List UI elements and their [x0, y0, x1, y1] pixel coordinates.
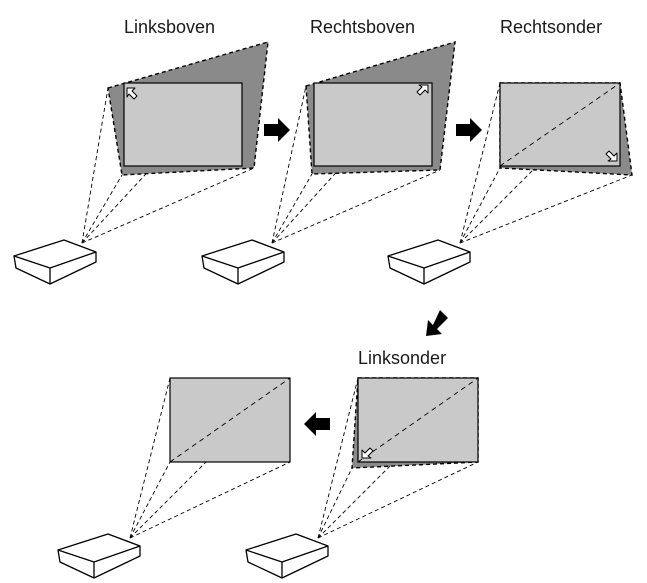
caption-rechtsboven: Rechtsboven	[310, 17, 415, 37]
projector-icon	[13, 239, 97, 285]
corner-arrow-upper-right-icon	[416, 84, 429, 96]
step-3-rechtsonder	[387, 82, 633, 285]
corner-arrow-lower-left-icon	[361, 447, 374, 459]
step-arrow-right-icon	[456, 118, 482, 142]
corner-arrow-lower-right-icon	[605, 150, 618, 162]
screen-diagonal	[169, 377, 291, 463]
step-1-linksboven	[13, 41, 269, 285]
projector-icon	[201, 239, 285, 285]
screen-diagonal	[499, 82, 621, 167]
caption-rechtsonder: Rechtsonder	[500, 17, 602, 37]
step-2-rechtsboven	[201, 41, 456, 285]
step-arrow-right-icon	[264, 118, 290, 142]
projector-icon	[387, 239, 471, 285]
projector-icon	[57, 533, 141, 579]
projector-icon	[245, 533, 329, 579]
screen-diagonal	[357, 377, 479, 463]
projection-screen	[123, 82, 243, 167]
caption-linksonder: Linksonder	[358, 348, 446, 368]
step-5-result	[57, 377, 291, 579]
step-arrow-left-icon	[304, 412, 330, 436]
projection-screen	[313, 82, 433, 167]
step-arrow-down-left-icon	[426, 310, 448, 336]
step-4-linksonder	[245, 377, 479, 579]
caption-linksboven: Linksboven	[124, 17, 215, 37]
corner-arrow-upper-left-icon	[126, 87, 138, 100]
